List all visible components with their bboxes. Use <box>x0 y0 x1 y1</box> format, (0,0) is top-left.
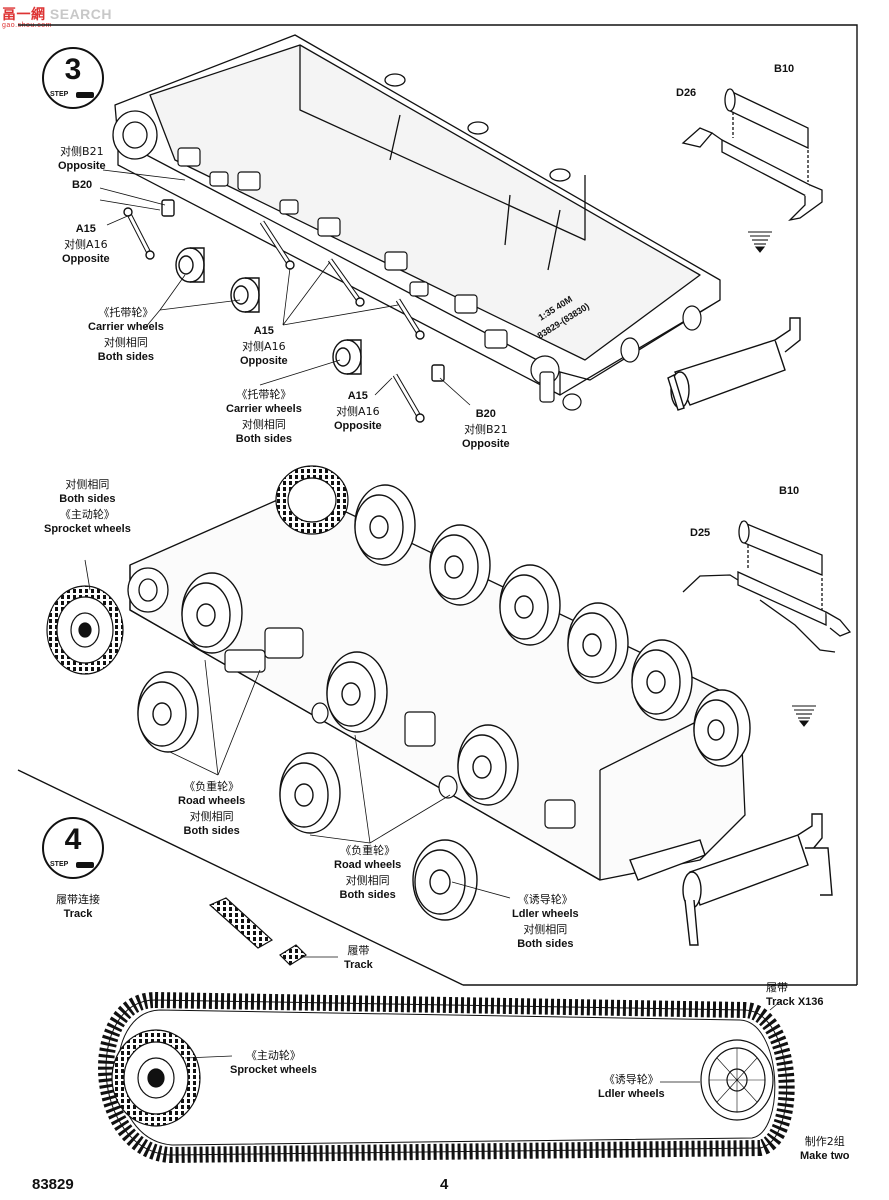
exhaust-lower <box>629 813 833 946</box>
label-idler-wheels-mid: 《诱导轮》 Ldler wheels 对侧相同 Both sides <box>512 893 579 950</box>
step-4-badge: 4 STEP <box>42 817 104 879</box>
label-track-count: 履带 Track X136 <box>766 981 824 1008</box>
label-a15-low: A15 对侧A16 Opposite <box>334 390 382 432</box>
label-b20-low: B20 对侧B21 Opposite <box>462 408 510 450</box>
page-number: 4 <box>440 1176 449 1193</box>
label-road-wheels-1: 《负重轮》 Road wheels 对侧相同 Both sides <box>178 780 246 837</box>
track-idler <box>700 1039 774 1121</box>
label-b20-top: B20 <box>72 179 93 191</box>
label-d25: D25 <box>690 527 711 539</box>
suspension-arms <box>123 199 445 423</box>
label-track-join: 履带连接 Track <box>56 893 100 920</box>
leader-lines-mid <box>84 559 511 899</box>
upper-hull <box>112 34 721 396</box>
label-carrier-wheels-1: 《托带轮》 Carrier wheels 对侧相同 Both sides <box>88 306 164 363</box>
track-loop <box>98 991 795 1164</box>
track-sprocket <box>111 1029 201 1127</box>
idler-wheel-mid <box>412 839 478 921</box>
step-3-badge: 3 STEP <box>42 47 104 109</box>
label-b10-top: B10 <box>774 63 795 75</box>
watermark-brand: 畐一網 <box>2 6 46 22</box>
watermark-search: SEARCH <box>49 6 113 22</box>
leader-lines-step4 <box>184 999 783 1083</box>
tank-icon <box>76 862 94 868</box>
axle-housings <box>224 627 576 829</box>
suspension-bosses <box>177 147 508 349</box>
track-link-detail <box>208 897 338 966</box>
label-a15-mid: A15 对侧A16 Opposite <box>240 325 288 367</box>
flow-arrows <box>748 231 816 727</box>
page-frame <box>17 24 858 986</box>
tank-icon <box>76 92 94 98</box>
b10-d26-upper <box>681 88 823 222</box>
product-code: 83829 <box>32 1176 74 1193</box>
label-b21-top: 对侧B21 Opposite <box>58 145 106 172</box>
carrier-wheels <box>175 247 362 375</box>
label-sprocket-mid: 对侧相同 Both sides 《主动轮》 Sprocket wheels <box>44 478 131 535</box>
road-wheels <box>137 484 751 834</box>
label-carrier-wheels-2: 《托带轮》 Carrier wheels 对侧相同 Both sides <box>226 388 302 445</box>
step-3-number: 3 <box>64 53 82 86</box>
track-quantity: X136 <box>797 996 824 1008</box>
label-make-two: 制作2组 Make two <box>800 1135 850 1162</box>
leader-lines-step3 <box>99 169 471 406</box>
label-b10-mid: B10 <box>779 485 800 497</box>
label-track-small: 履带 Track <box>344 944 373 971</box>
label-sprocket-track: 《主动轮》 Sprocket wheels <box>230 1049 317 1076</box>
label-a15-left: A15 对侧A16 Opposite <box>62 223 110 265</box>
label-idler-track: 《诱导轮》 Ldler wheels <box>598 1073 665 1100</box>
exhaust-upper <box>667 317 801 411</box>
step-3-word: STEP <box>50 91 69 98</box>
step-4-number: 4 <box>64 823 82 856</box>
b10-d25-lower <box>682 520 852 653</box>
sprocket-wheels-mid <box>46 465 349 675</box>
step-4-word: STEP <box>50 861 69 868</box>
final-drive <box>530 305 702 411</box>
label-road-wheels-2: 《负重轮》 Road wheels 对侧相同 Both sides <box>334 844 402 901</box>
label-d26: D26 <box>676 87 697 99</box>
